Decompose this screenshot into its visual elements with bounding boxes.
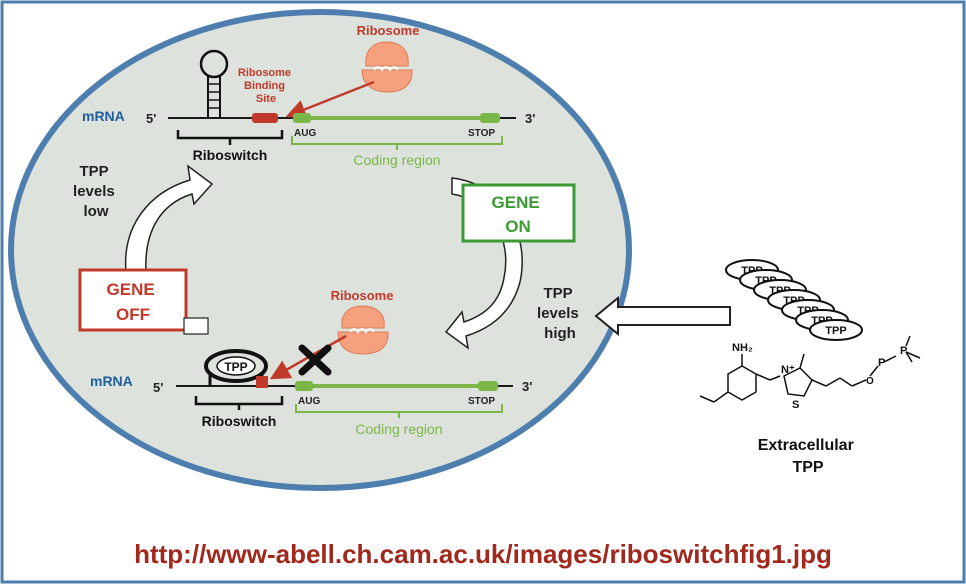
top-mrna-label: mRNA — [82, 108, 125, 124]
tpp-high-label: TPP levels high — [537, 285, 583, 342]
gene-off-label: GENE OFF — [107, 280, 160, 324]
gene-on-label: GENE ON — [492, 193, 545, 236]
bottom-three-prime: 3' — [522, 379, 532, 394]
gene-on-box — [461, 183, 576, 243]
extracellular-tpp-stack: TPPTPPTPPTPPTPPTPPTPP — [725, 259, 863, 341]
tpp-low-label: TPP levels low — [73, 163, 119, 220]
bottom-mrna-label: mRNA — [90, 373, 133, 389]
top-stop-label: STOP — [468, 128, 495, 139]
cell-body — [8, 9, 632, 491]
tpp-p1-label: P — [878, 357, 885, 369]
tpp-o-label: O — [866, 376, 874, 387]
bottom-stop-label: STOP — [468, 396, 495, 407]
top-three-prime: 3' — [525, 111, 535, 126]
bottom-bound-riboswitch: TPP — [204, 349, 268, 388]
tpp-influx-arrow — [594, 295, 731, 337]
tpp-p2-label: P — [900, 345, 907, 357]
top-hairpin — [199, 49, 229, 118]
top-riboswitch-label: Riboswitch — [193, 147, 268, 163]
bottom-mrna-group: mRNA 5' 3' TPP Ribosome AUG STO — [90, 288, 532, 437]
low-tpp-cycle-arrow — [124, 164, 214, 273]
bound-tpp-label: TPP — [224, 360, 247, 374]
gene-off-box — [78, 268, 188, 332]
bottom-ribosome-label: Ribosome — [331, 288, 394, 303]
bottom-ribosome-icon — [337, 305, 389, 355]
extracellular-tpp-caption: Extracellular TPP — [758, 437, 859, 476]
tpp-oval-label: TPP — [825, 325, 846, 337]
top-rbs-marker — [252, 113, 278, 123]
bottom-aug-label: AUG — [298, 396, 320, 407]
tpp-molecule-structure — [699, 335, 921, 403]
top-rbs-label: Ribosome Binding Site — [238, 67, 294, 105]
top-ribosome-label: Ribosome — [357, 23, 420, 38]
blocked-x-icon — [298, 344, 332, 376]
top-aug-label: AUG — [294, 128, 316, 139]
top-stop-marker — [480, 113, 500, 123]
tpp-oval — [809, 319, 863, 341]
bottom-five-prime: 5' — [153, 380, 163, 395]
bottom-coding-label: Coding region — [355, 421, 442, 437]
gene-off-arrow-tail — [183, 317, 209, 335]
source-url: http://www-abell.ch.cam.ac.uk/images/rib… — [134, 539, 832, 569]
tpp-s-label: S — [792, 399, 799, 411]
tpp-nh2-label: NH₂ — [732, 342, 753, 354]
bottom-aug-marker — [295, 381, 313, 391]
bound-tpp-molecule — [216, 356, 256, 376]
tpp-n-plus-label: N⁺ — [781, 364, 795, 376]
bottom-riboswitch-label: Riboswitch — [202, 413, 277, 429]
top-aug-marker — [293, 113, 311, 123]
bottom-stop-marker — [478, 381, 498, 391]
top-ribosome-icon — [361, 41, 413, 93]
top-five-prime: 5' — [146, 111, 156, 126]
top-ribosome-arrow — [285, 80, 375, 119]
top-mrna-group: mRNA 5' 3' Ribosome Binding Site Ribosom… — [82, 23, 535, 168]
top-coding-label: Coding region — [353, 152, 440, 168]
